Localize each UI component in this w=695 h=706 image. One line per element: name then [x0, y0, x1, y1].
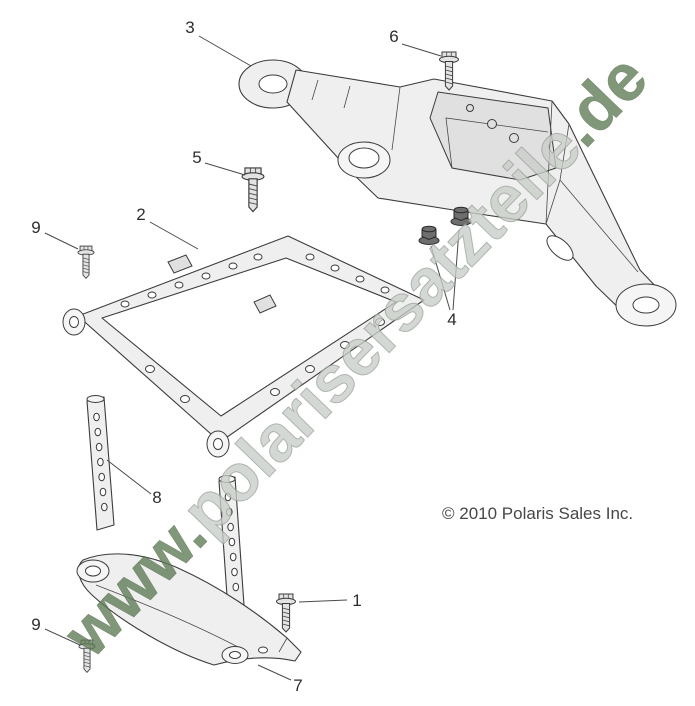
part-1-flange-bolt: [276, 593, 296, 633]
callout-labels: 3 6 5 2 9 4 8 1 9 7: [31, 18, 456, 695]
callout-3: 3: [185, 18, 194, 37]
callout-6: 6: [389, 27, 398, 46]
callout-7: 7: [293, 676, 302, 695]
part-9-flange-bolt-upper: [77, 245, 95, 279]
part-2-rack-support-frame: [62, 235, 425, 458]
part-3-upper-support-bracket: [238, 59, 677, 327]
leader-line-4: [430, 229, 460, 311]
callout-8: 8: [152, 488, 161, 507]
callout-1: 1: [352, 591, 361, 610]
leader-line-3: [198, 35, 252, 67]
leader-line-7: [257, 664, 292, 681]
part-8-support-rail-left: [86, 395, 115, 531]
copyright-text: © 2010 Polaris Sales Inc.: [442, 504, 633, 523]
part-7-lower-bracket: [76, 553, 302, 666]
part-8-support-rail-middle: [218, 475, 245, 611]
leader-lines: [44, 35, 460, 681]
callout-4: 4: [447, 310, 456, 329]
leader-line-2: [149, 221, 199, 250]
leader-line-9-upper: [44, 232, 79, 250]
leader-line-8: [106, 459, 152, 495]
callout-9-lower: 9: [31, 615, 40, 634]
leader-line-5: [204, 162, 246, 176]
callout-5: 5: [192, 148, 201, 167]
leader-line-6: [401, 43, 442, 57]
leader-line-9-lower: [44, 628, 81, 646]
part-5-flange-bolt: [241, 167, 265, 213]
callout-9-upper: 9: [31, 218, 40, 237]
callout-2: 2: [136, 205, 145, 224]
leader-line-1: [298, 599, 348, 603]
